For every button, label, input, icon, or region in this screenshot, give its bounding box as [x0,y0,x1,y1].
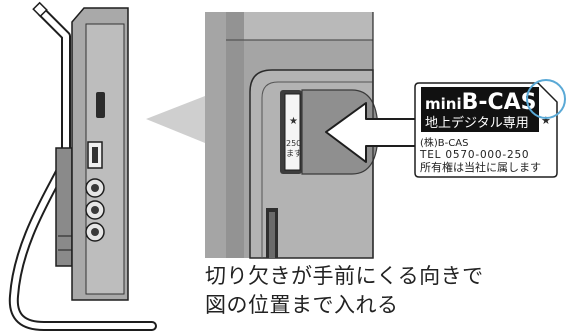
av-jack [85,222,105,242]
card-label-band [421,87,539,132]
stand-hinge [55,147,73,267]
inserted-card-tel-fragment: 250 [286,139,301,148]
av-jack [85,178,105,198]
stand-tip [32,1,48,18]
card-ownership: 所有権は当社に属します [420,160,541,174]
card-brand-prefix: mini [425,95,462,113]
inserted-card-ownership-fragment: ます [286,149,302,158]
lower-slot [266,208,278,258]
inserted-card-star: ★ [289,116,298,127]
instruction-caption: 切り欠きが手前にくる向きで 図の位置まで入れる [205,264,484,317]
card-usage: 地上デジタル専用 [425,115,529,131]
av-jack [85,200,105,220]
card-company: (株)B-CAS [420,136,468,149]
slot-frame-inner [261,81,373,258]
card-star-mark: ★ [541,114,551,127]
inserted-card [284,93,301,171]
card-tel: TEL 0570-000-250 [419,149,529,161]
circle-highlight-icon [526,79,566,119]
zoom-pointer [146,96,205,143]
usb-port [87,141,103,169]
card-slot [96,92,105,118]
tv-side-view [8,1,157,331]
card-brand-main: B-CAS [462,90,537,115]
caption-line-2: 図の位置まで入れる [205,293,399,317]
caption-line-1: 切り欠きが手前にくる向きで [205,264,484,288]
housing-groove [226,12,244,258]
minib-cas-card: miniB-CAS 地上デジタル専用 ★ (株)B-CAS TEL 0570-0… [414,79,566,178]
top-bevel [244,12,373,40]
card-brand: miniB-CAS [425,90,537,115]
